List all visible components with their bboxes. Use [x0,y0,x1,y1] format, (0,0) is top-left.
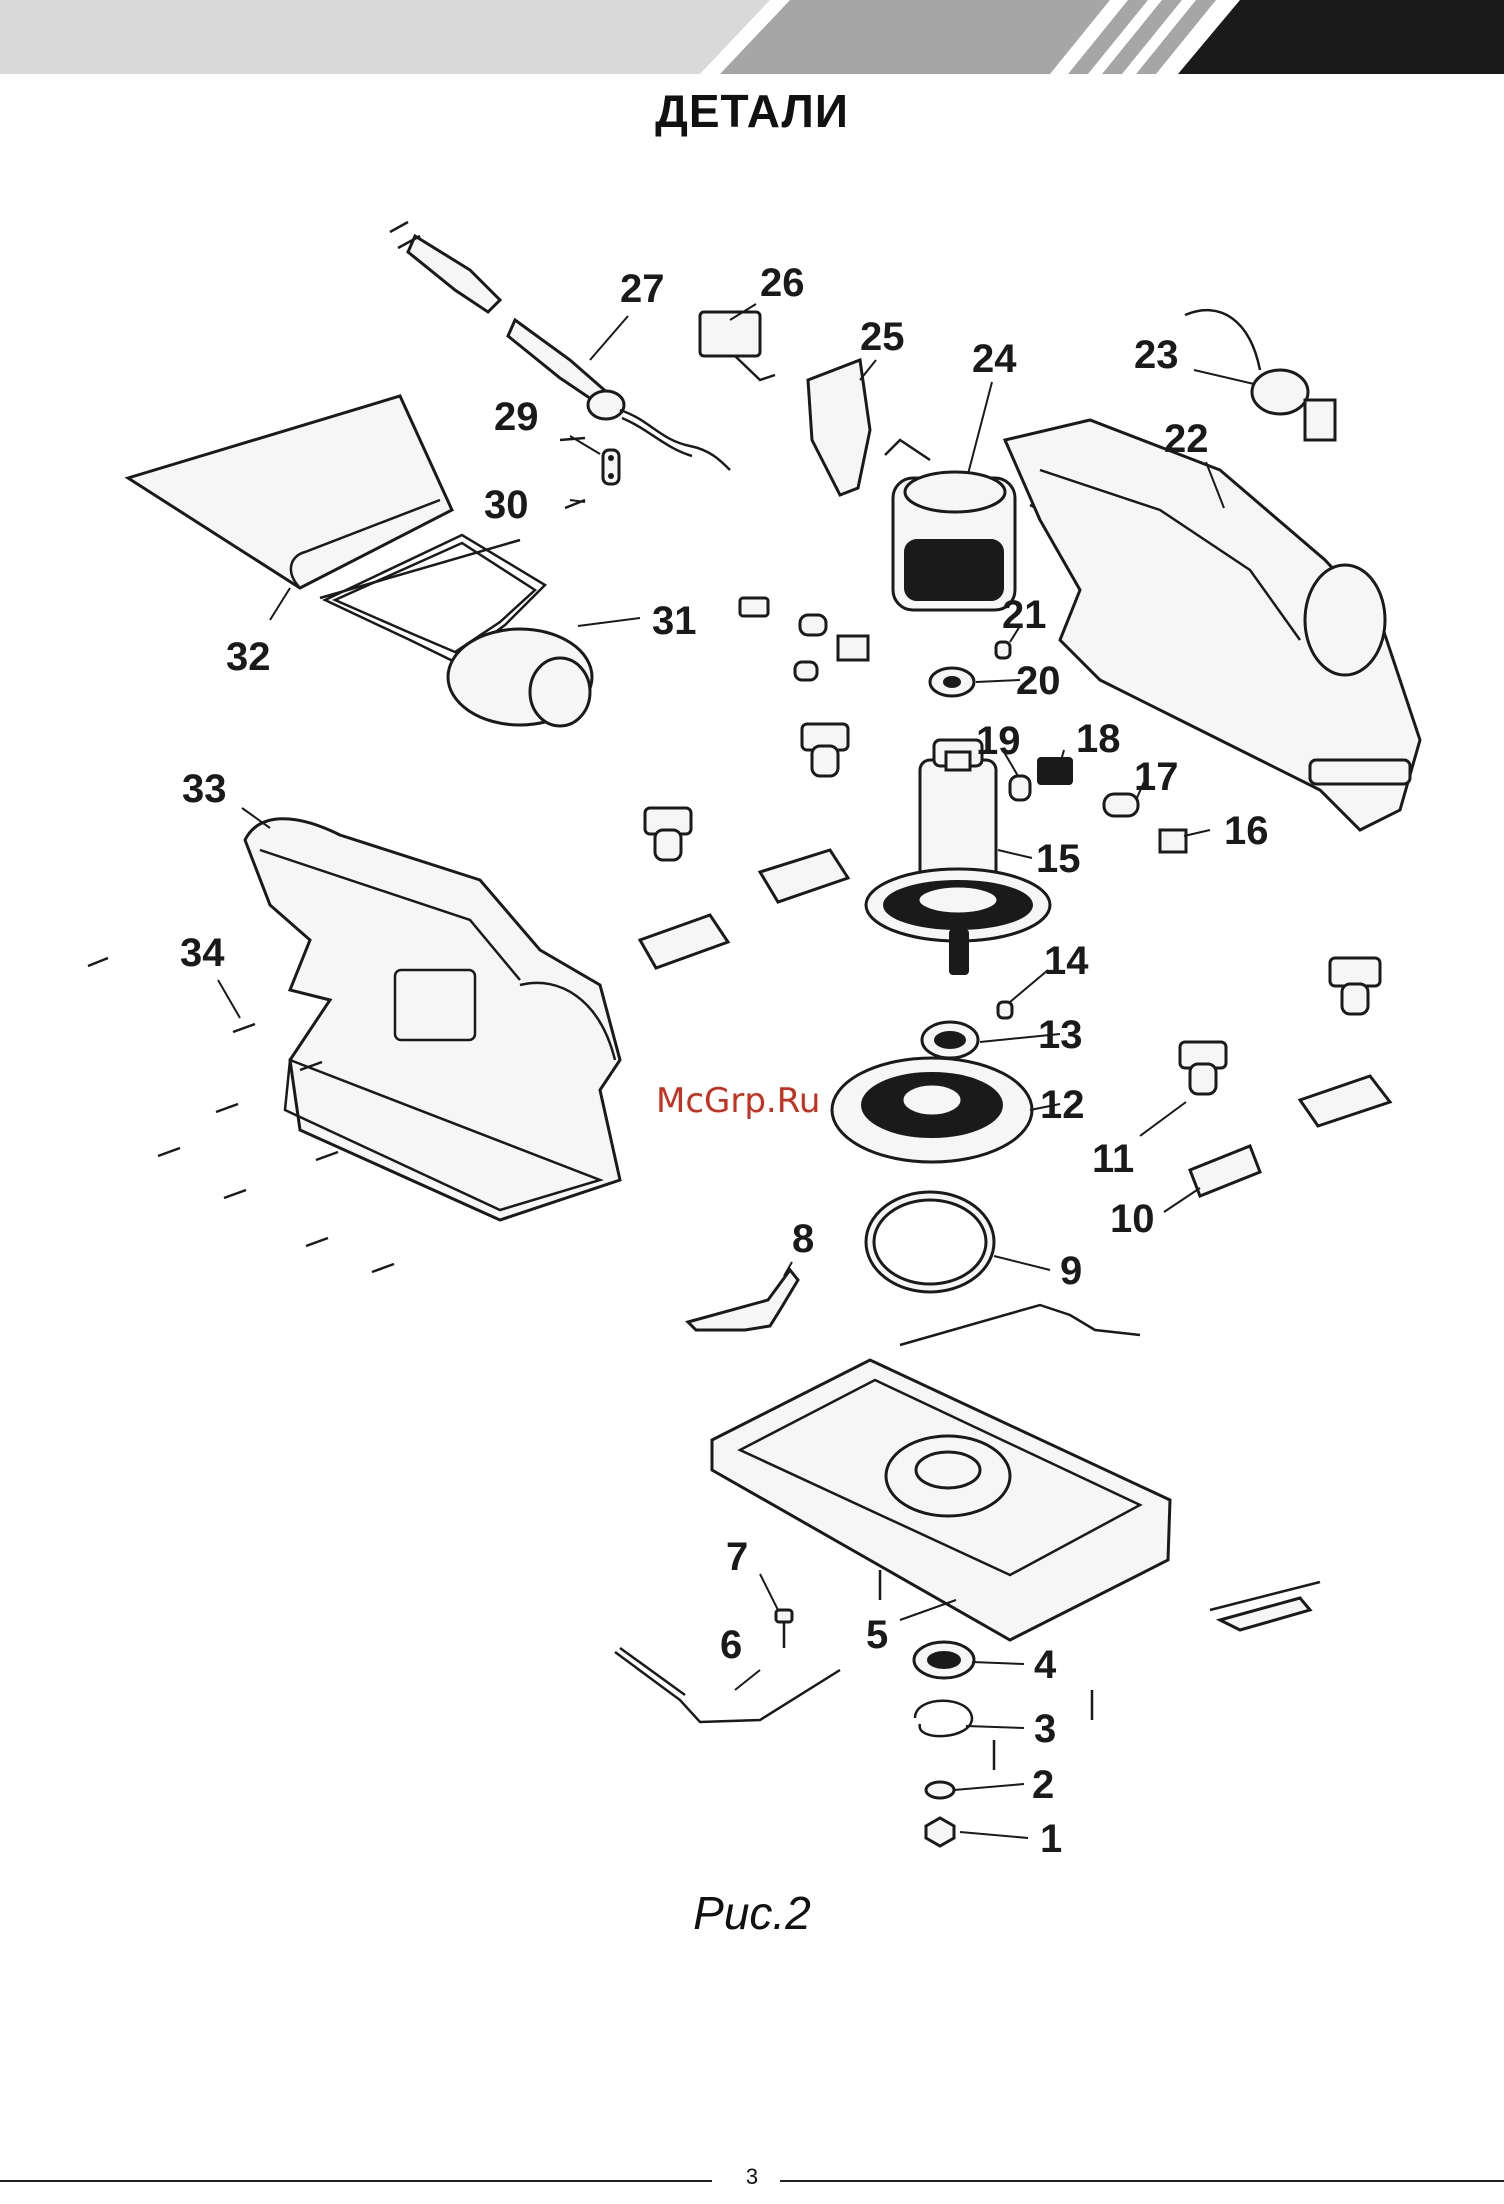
callout-1: 1 [1040,1817,1062,1861]
callout-5: 5 [866,1613,888,1657]
callout-27: 27 [620,267,665,311]
part-dust-frame [325,535,592,726]
part-base-plate [712,1305,1320,1640]
callout-3: 3 [1034,1707,1056,1751]
callout-14: 14 [1044,939,1089,983]
part-capacitor [700,312,775,380]
callout-31: 31 [652,599,697,643]
callout-17: 17 [1134,755,1179,799]
callout-8: 8 [792,1217,814,1261]
callout-6: 6 [720,1623,742,1667]
callout-20: 20 [1016,659,1061,703]
callout-26: 26 [760,261,805,305]
figure-caption: Рис.2 [0,1886,1504,1940]
watermark-text: McGrp.Ru [656,1081,820,1121]
part-seal-ring [866,1192,994,1292]
callout-9: 9 [1060,1249,1082,1293]
callout-19: 19 [976,719,1021,763]
callout-10: 10 [1110,1197,1155,1241]
callout-4: 4 [1034,1643,1057,1687]
callout-23: 23 [1134,333,1179,377]
callout-7: 7 [726,1535,748,1579]
callout-2: 2 [1032,1763,1054,1807]
page-number: 3 [0,2164,1504,2190]
callout-24: 24 [972,337,1017,381]
part-fan [832,1058,1032,1162]
callout-16: 16 [1224,809,1269,853]
callout-18: 18 [1076,717,1121,761]
part-power-cord [390,222,730,470]
callout-25: 25 [860,315,905,359]
callout-29: 29 [494,395,539,439]
callout-30: 30 [484,483,529,527]
callout-21: 21 [1002,593,1047,637]
part-main-housing [245,819,620,1220]
callout-11: 11 [1092,1137,1134,1181]
callout-13: 13 [1038,1013,1083,1057]
callout-32: 32 [226,635,271,679]
callout-33: 33 [182,767,227,811]
part-dust-bag [128,396,520,598]
callout-22: 22 [1164,417,1209,461]
callout-12: 12 [1040,1083,1085,1127]
part-bracket [688,1270,798,1330]
part-bearing-upper [922,1002,1012,1058]
callout-15: 15 [1036,837,1081,881]
callout-34: 34 [180,931,225,975]
